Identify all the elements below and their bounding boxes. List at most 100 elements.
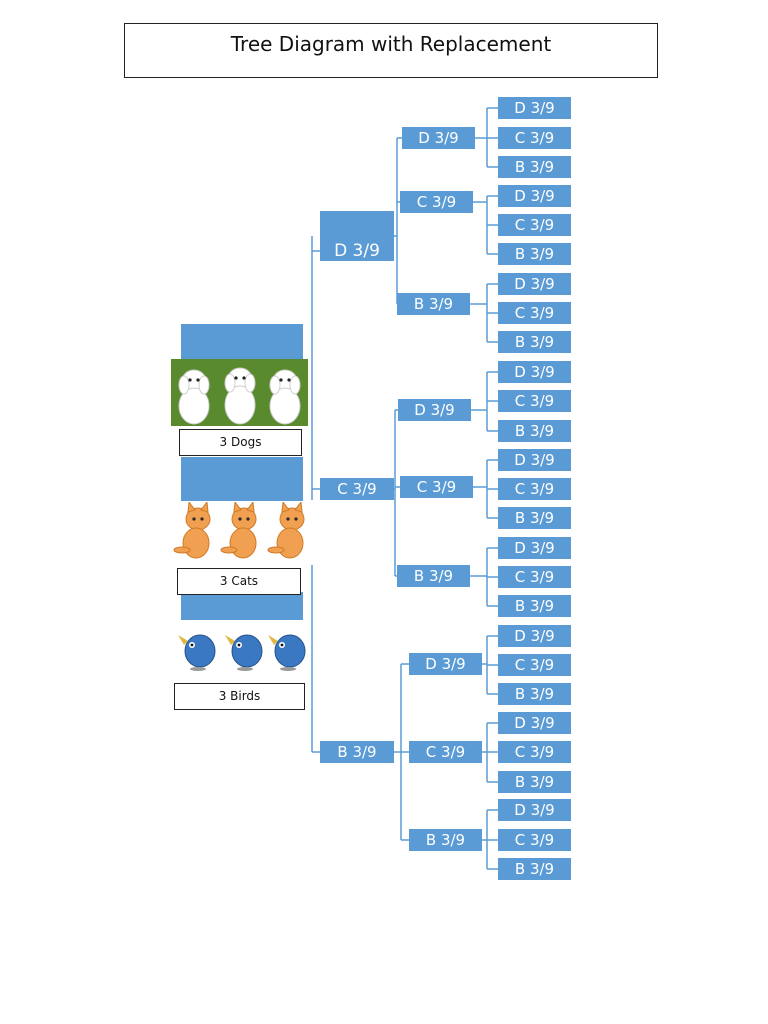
level3-node-label: B 3/9 bbox=[515, 509, 554, 527]
level3-node bbox=[498, 537, 571, 559]
level2-node bbox=[398, 399, 471, 421]
level3-node-label: B 3/9 bbox=[515, 245, 554, 263]
level3-node bbox=[498, 595, 571, 617]
level3-node bbox=[498, 625, 571, 647]
level2-node-label: C 3/9 bbox=[417, 193, 456, 211]
cat-icon bbox=[267, 500, 305, 559]
level3-node bbox=[498, 302, 571, 324]
level3-node bbox=[498, 185, 571, 207]
level2-node-label: B 3/9 bbox=[414, 295, 453, 313]
level3-node-label: B 3/9 bbox=[515, 158, 554, 176]
level2-node bbox=[397, 565, 470, 587]
level3-node-label: B 3/9 bbox=[515, 422, 554, 440]
cat-icon bbox=[220, 500, 257, 559]
birds-label-box: 3 Birds bbox=[174, 683, 305, 710]
bird-icon bbox=[268, 634, 306, 671]
birds-picture bbox=[174, 627, 310, 673]
dog-icon bbox=[269, 369, 301, 425]
level3-node bbox=[498, 420, 571, 442]
level3-node-label: D 3/9 bbox=[514, 275, 554, 293]
level2-node-label: B 3/9 bbox=[426, 831, 465, 849]
level2-node-label: D 3/9 bbox=[418, 129, 458, 147]
group-block-top bbox=[181, 324, 303, 360]
level2-node bbox=[400, 191, 473, 213]
level3-node bbox=[498, 390, 571, 412]
level2-node-label: C 3/9 bbox=[426, 743, 465, 761]
level3-node bbox=[498, 97, 571, 119]
level2-node bbox=[397, 293, 470, 315]
level3-node bbox=[498, 214, 571, 236]
level3-node bbox=[498, 449, 571, 471]
level3-node bbox=[498, 741, 571, 763]
level3-node-label: C 3/9 bbox=[515, 656, 554, 674]
cats-picture bbox=[165, 500, 312, 560]
level3-node-label: D 3/9 bbox=[514, 714, 554, 732]
level3-node-label: C 3/9 bbox=[515, 831, 554, 849]
level3-node-label: B 3/9 bbox=[515, 773, 554, 791]
level3-node bbox=[498, 771, 571, 793]
level3-node bbox=[498, 799, 571, 821]
level1-node bbox=[320, 741, 394, 763]
level3-node bbox=[498, 858, 571, 880]
level3-node-label: D 3/9 bbox=[514, 187, 554, 205]
level2-node-label: C 3/9 bbox=[417, 478, 456, 496]
level3-node bbox=[498, 829, 571, 851]
cat-icon bbox=[173, 500, 211, 559]
level3-node-label: B 3/9 bbox=[515, 860, 554, 878]
level3-node-label: B 3/9 bbox=[515, 597, 554, 615]
group-block-bottom bbox=[181, 592, 303, 620]
level2-node bbox=[402, 127, 475, 149]
dogs-label-box: 3 Dogs bbox=[179, 429, 302, 456]
diagram-title-box: Tree Diagram with Replacement bbox=[124, 23, 658, 78]
level1-node-label: C 3/9 bbox=[337, 480, 376, 498]
dogs-picture bbox=[171, 359, 308, 426]
level1-node bbox=[320, 211, 394, 261]
level3-node bbox=[498, 478, 571, 500]
level3-node bbox=[498, 243, 571, 265]
level3-node-label: D 3/9 bbox=[514, 801, 554, 819]
cats-label: 3 Cats bbox=[219, 574, 259, 588]
level3-node-label: C 3/9 bbox=[515, 480, 554, 498]
level3-node-label: D 3/9 bbox=[514, 539, 554, 557]
level3-node-label: D 3/9 bbox=[514, 363, 554, 381]
level3-node-label: D 3/9 bbox=[514, 451, 554, 469]
level3-node bbox=[498, 507, 571, 529]
level3-node bbox=[498, 127, 571, 149]
level1-node-label: D 3/9 bbox=[334, 241, 380, 261]
level3-node bbox=[498, 683, 571, 705]
bird-icon bbox=[225, 634, 263, 671]
dog-icon bbox=[224, 367, 256, 425]
level3-node-label: C 3/9 bbox=[515, 216, 554, 234]
level3-node-label: B 3/9 bbox=[515, 685, 554, 703]
level3-node-label: D 3/9 bbox=[514, 627, 554, 645]
level3-node-label: C 3/9 bbox=[515, 304, 554, 322]
level3-node-label: C 3/9 bbox=[515, 129, 554, 147]
level1-node bbox=[320, 478, 394, 500]
level2-node bbox=[409, 741, 482, 763]
level3-node-label: B 3/9 bbox=[515, 333, 554, 351]
level3-node bbox=[498, 156, 571, 178]
level2-node bbox=[400, 476, 473, 498]
level3-node-label: D 3/9 bbox=[514, 99, 554, 117]
level3-node-label: C 3/9 bbox=[515, 568, 554, 586]
cats-label-box: 3 Cats bbox=[177, 568, 301, 595]
level2-node-label: D 3/9 bbox=[414, 401, 454, 419]
dogs-label: 3 Dogs bbox=[219, 435, 262, 449]
level2-node bbox=[409, 829, 482, 851]
diagram-title: Tree Diagram with Replacement bbox=[230, 32, 552, 56]
level3-node bbox=[498, 331, 571, 353]
level3-node bbox=[498, 273, 571, 295]
bird-icon bbox=[178, 634, 216, 671]
level3-node bbox=[498, 566, 571, 588]
level3-node-label: C 3/9 bbox=[515, 392, 554, 410]
level1-node-label: B 3/9 bbox=[337, 743, 376, 761]
level3-node-label: C 3/9 bbox=[515, 743, 554, 761]
level3-node bbox=[498, 654, 571, 676]
level3-node bbox=[498, 361, 571, 383]
birds-label: 3 Birds bbox=[218, 689, 261, 703]
level2-node bbox=[409, 653, 482, 675]
level2-node-label: B 3/9 bbox=[414, 567, 453, 585]
group-block-middle bbox=[181, 457, 303, 501]
dog-icon bbox=[178, 369, 210, 425]
